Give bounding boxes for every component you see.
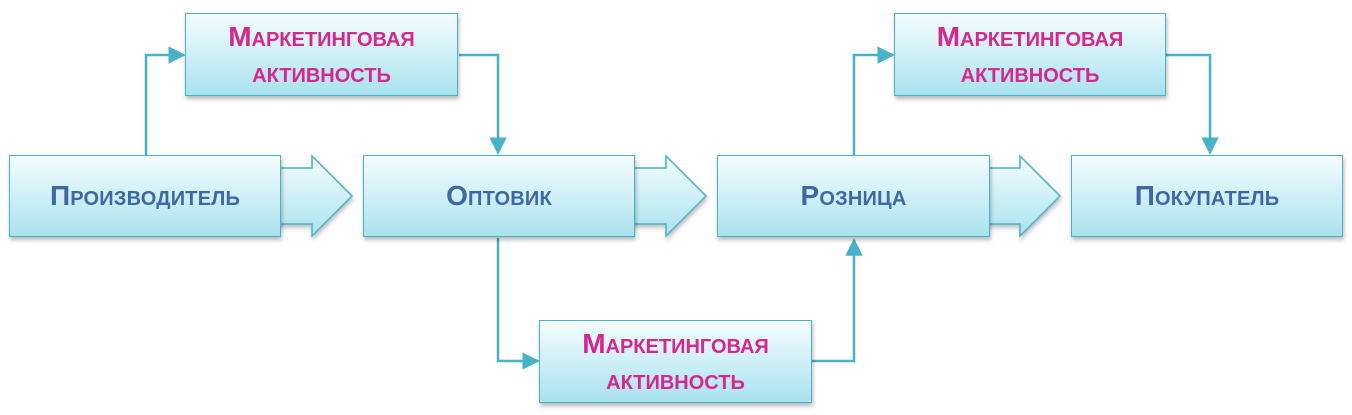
- connector-marketing-top-left-to-wholesaler: [459, 53, 507, 155]
- node-buyer-label: Покупатель: [1134, 180, 1280, 211]
- node-wholesaler: Оптовик: [363, 155, 635, 237]
- flow-arrow-wholesaler-to-retail: [625, 154, 708, 238]
- node-buyer: Покупатель: [1071, 155, 1343, 237]
- marketing-line2: активность: [960, 56, 1100, 88]
- connector-wholesaler-to-marketing-bottom: [496, 238, 540, 370]
- marketing-line2: активность: [606, 363, 745, 395]
- node-marketing-top-left: Маркетинговая активность: [185, 13, 458, 96]
- node-marketing-top-right: Маркетинговая активность: [894, 13, 1166, 96]
- node-retail-label: Розница: [800, 180, 907, 211]
- flow-arrow-retail-to-buyer: [979, 154, 1062, 238]
- node-retail: Розница: [717, 155, 990, 237]
- node-marketing-bottom: Маркетинговая активность: [539, 320, 812, 403]
- node-producer-label: Производитель: [49, 180, 241, 211]
- marketing-line1: Маркетинговая: [582, 327, 769, 359]
- connector-retail-to-marketing-top-right: [852, 46, 895, 155]
- marketing-line2: активность: [252, 56, 391, 88]
- marketing-line1: Маркетинговая: [228, 20, 415, 52]
- node-wholesaler-label: Оптовик: [446, 180, 552, 211]
- connector-marketing-bottom-to-retail: [812, 238, 863, 363]
- connector-producer-to-marketing-top-left: [144, 46, 186, 155]
- flow-arrow-producer-to-wholesaler: [269, 154, 354, 238]
- node-producer: Производитель: [9, 155, 281, 237]
- marketing-line1: Маркетинговая: [936, 20, 1124, 52]
- connector-marketing-top-right-to-buyer: [1166, 53, 1219, 155]
